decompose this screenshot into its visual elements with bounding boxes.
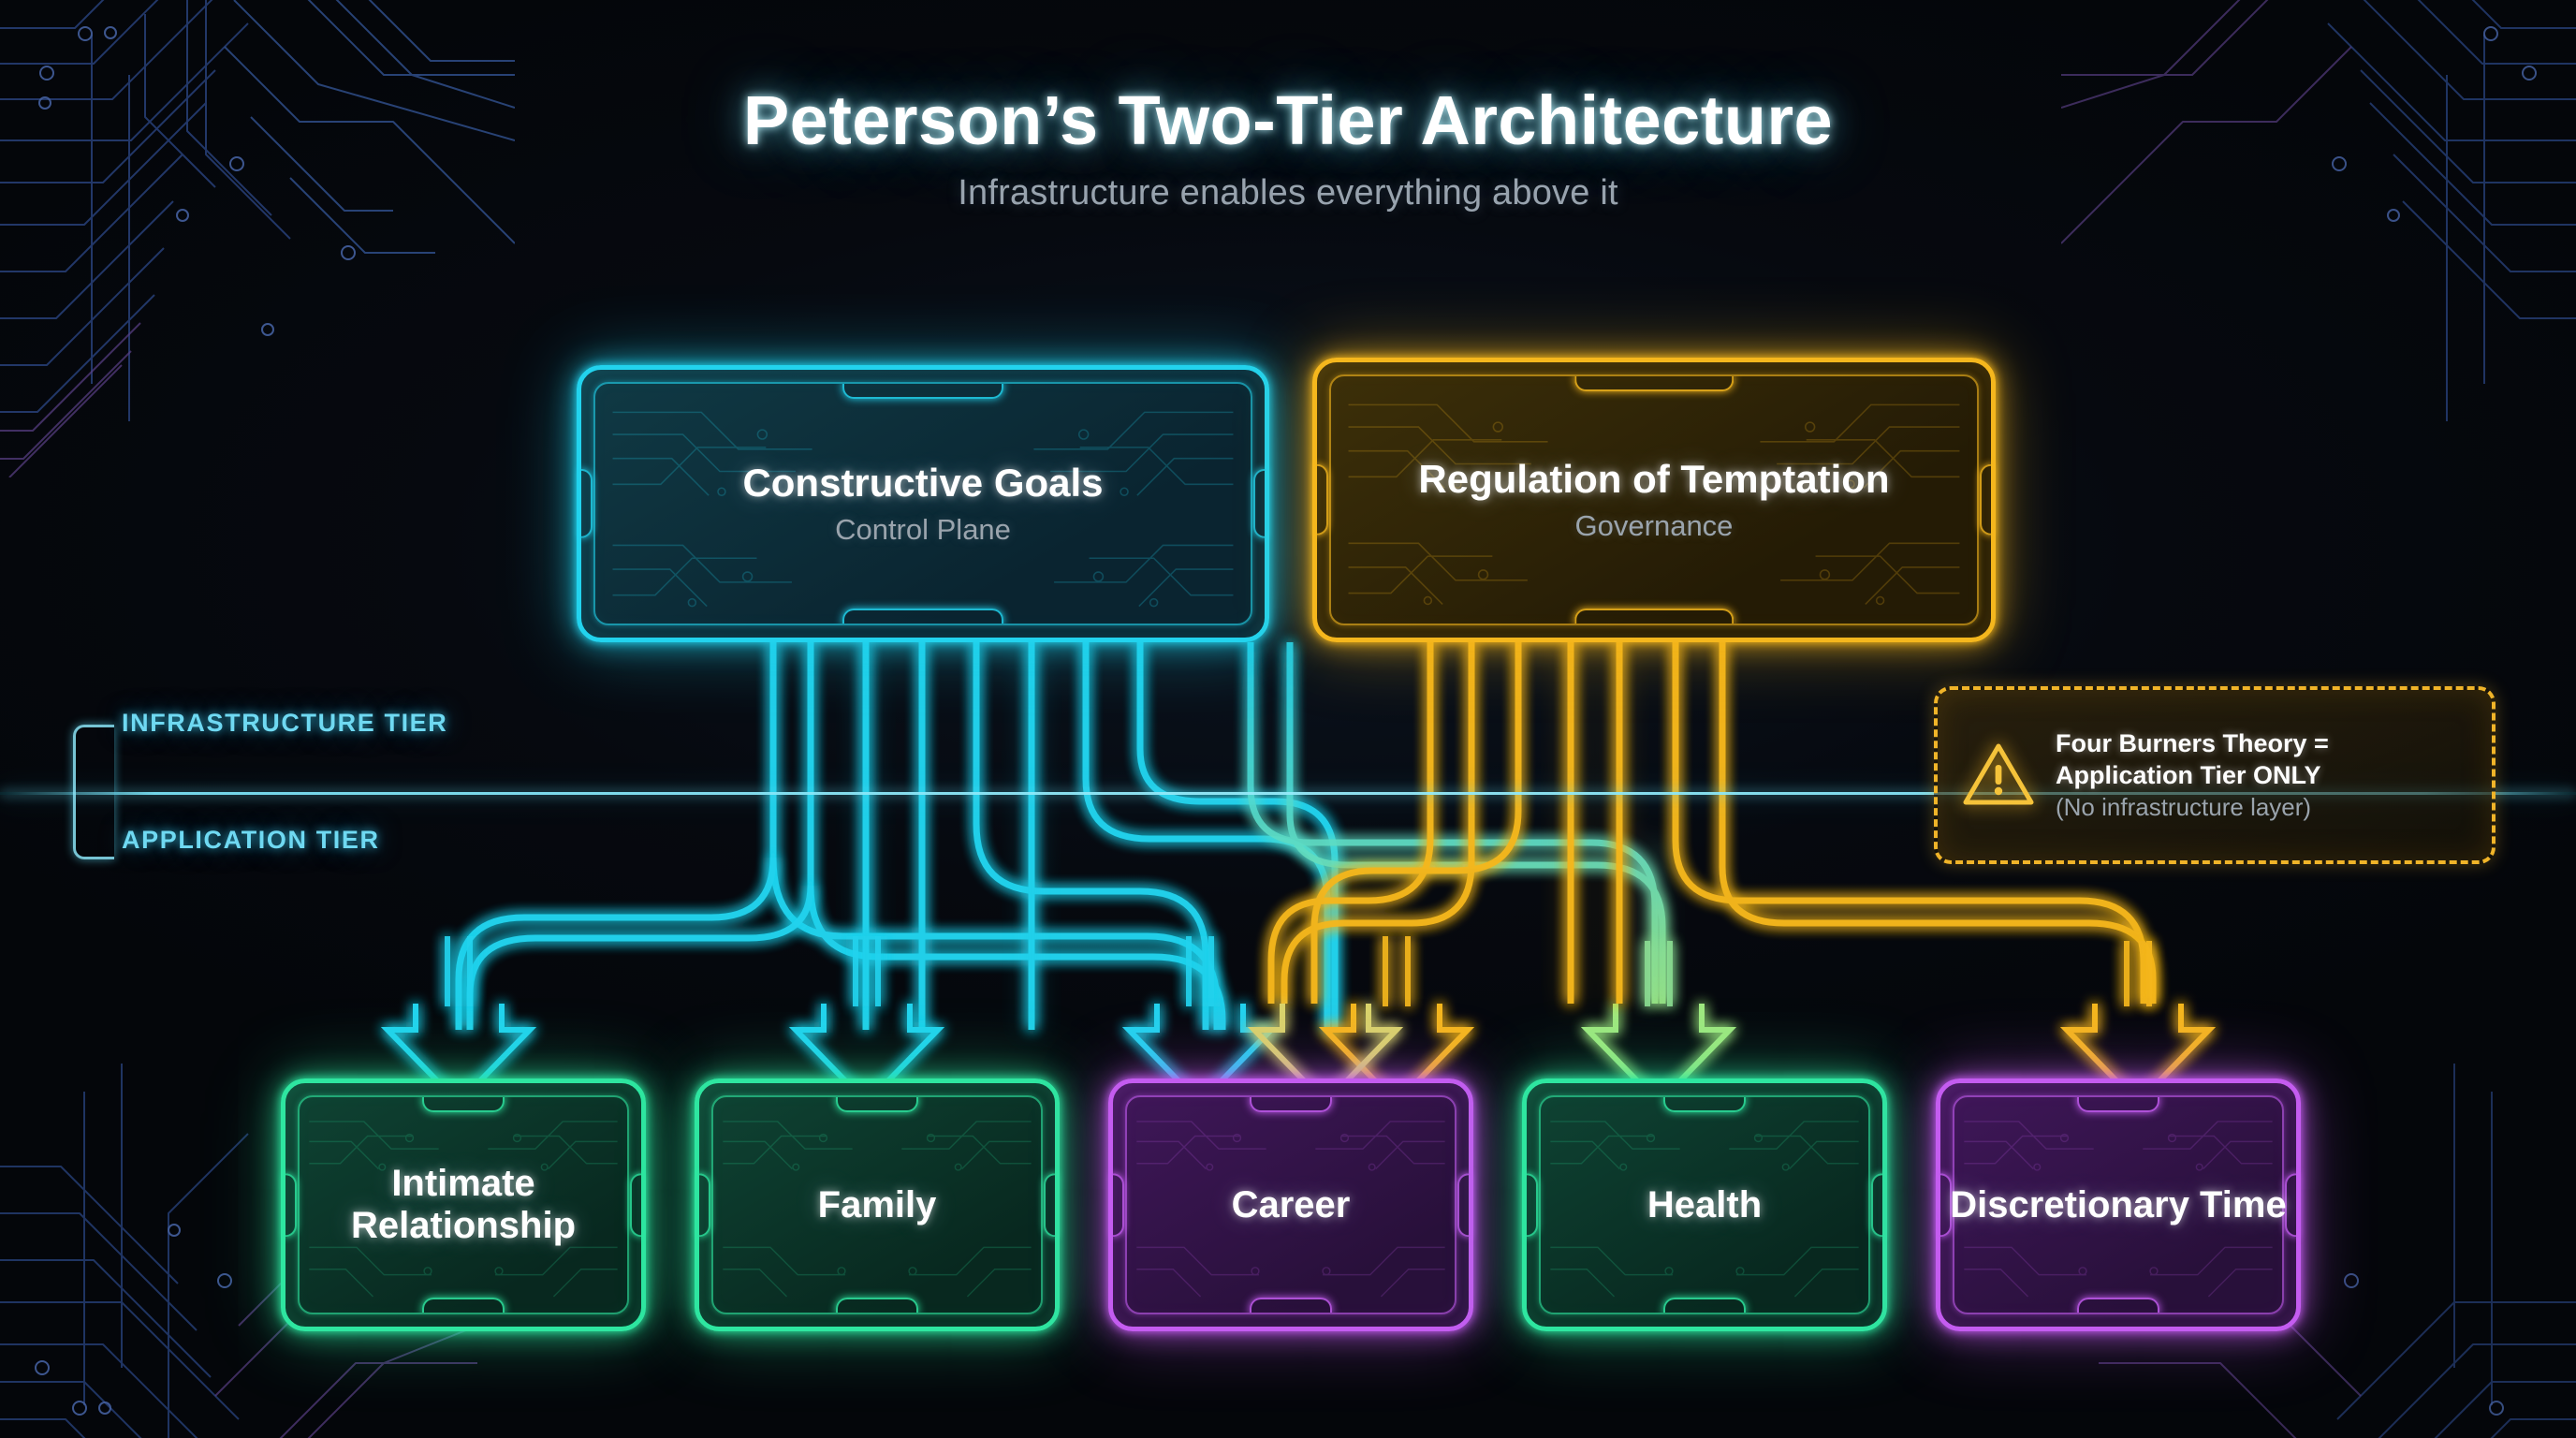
header: Peterson’s Two-Tier Architecture Infrast… — [0, 81, 2576, 213]
circuit-decoration-top-right — [2061, 0, 2576, 421]
node-health[interactable]: Health — [1522, 1078, 1887, 1331]
callout-line-2: Application Tier ONLY — [2056, 760, 2321, 789]
node-title: Constructive Goals — [742, 461, 1104, 505]
callout-four-burners[interactable]: Four Burners Theory = Application Tier O… — [1934, 686, 2496, 864]
page-title: Peterson’s Two-Tier Architecture — [742, 81, 1834, 159]
panel-tab-right — [1044, 1173, 1057, 1237]
node-constructive-goals[interactable]: Constructive Goals Control Plane — [577, 365, 1269, 642]
panel-tab-left — [1525, 1173, 1538, 1237]
panel-bezel — [1953, 1095, 2284, 1314]
panel-bezel — [1539, 1095, 1870, 1314]
node-title: Discretionary Time — [1950, 1183, 2287, 1225]
panel-tab-right — [2285, 1173, 2298, 1237]
warning-triangle-icon — [1963, 743, 2034, 805]
page-subtitle: Infrastructure enables everything above … — [958, 173, 1618, 213]
panel-tab-left — [284, 1173, 297, 1237]
node-career[interactable]: Career — [1108, 1078, 1473, 1331]
node-intimate-relationship[interactable]: Intimate Relationship — [281, 1078, 646, 1331]
node-title: Family — [817, 1183, 937, 1225]
panel-tab-left — [1939, 1173, 1952, 1237]
node-discretionary-time[interactable]: Discretionary Time — [1936, 1078, 2301, 1331]
node-subtitle: Governance — [1574, 509, 1734, 542]
node-title: Career — [1231, 1183, 1351, 1225]
tier-divider-line — [0, 792, 2576, 795]
panel-tab-right — [630, 1173, 643, 1237]
callout-line-1: Four Burners Theory = — [2056, 728, 2329, 757]
panel-bezel — [1329, 374, 1979, 625]
node-title: Health — [1647, 1183, 1763, 1225]
infrastructure-tier-label: INFRASTRUCTURE TIER — [122, 709, 448, 737]
callout-line-3: (No infrastructure layer) — [2056, 792, 2312, 821]
panel-tab-right — [1871, 1173, 1884, 1237]
node-title: Intimate Relationship — [350, 1163, 577, 1246]
application-tier-label: APPLICATION TIER — [122, 826, 380, 854]
panel-tab-left — [1111, 1173, 1124, 1237]
panel-bezel — [593, 382, 1252, 625]
panel-tab-left — [697, 1173, 710, 1237]
panel-bezel — [711, 1095, 1043, 1314]
node-title: Regulation of Temptation — [1418, 457, 1890, 501]
panel-tab-right — [1457, 1173, 1471, 1237]
tier-bracket — [73, 725, 114, 859]
node-regulation-of-temptation[interactable]: Regulation of Temptation Governance — [1312, 358, 1996, 642]
panel-bezel — [1125, 1095, 1456, 1314]
node-family[interactable]: Family — [695, 1078, 1060, 1331]
circuit-decoration-top-left — [0, 0, 515, 477]
node-subtitle: Control Plane — [835, 513, 1011, 546]
panel-bezel — [298, 1095, 629, 1314]
